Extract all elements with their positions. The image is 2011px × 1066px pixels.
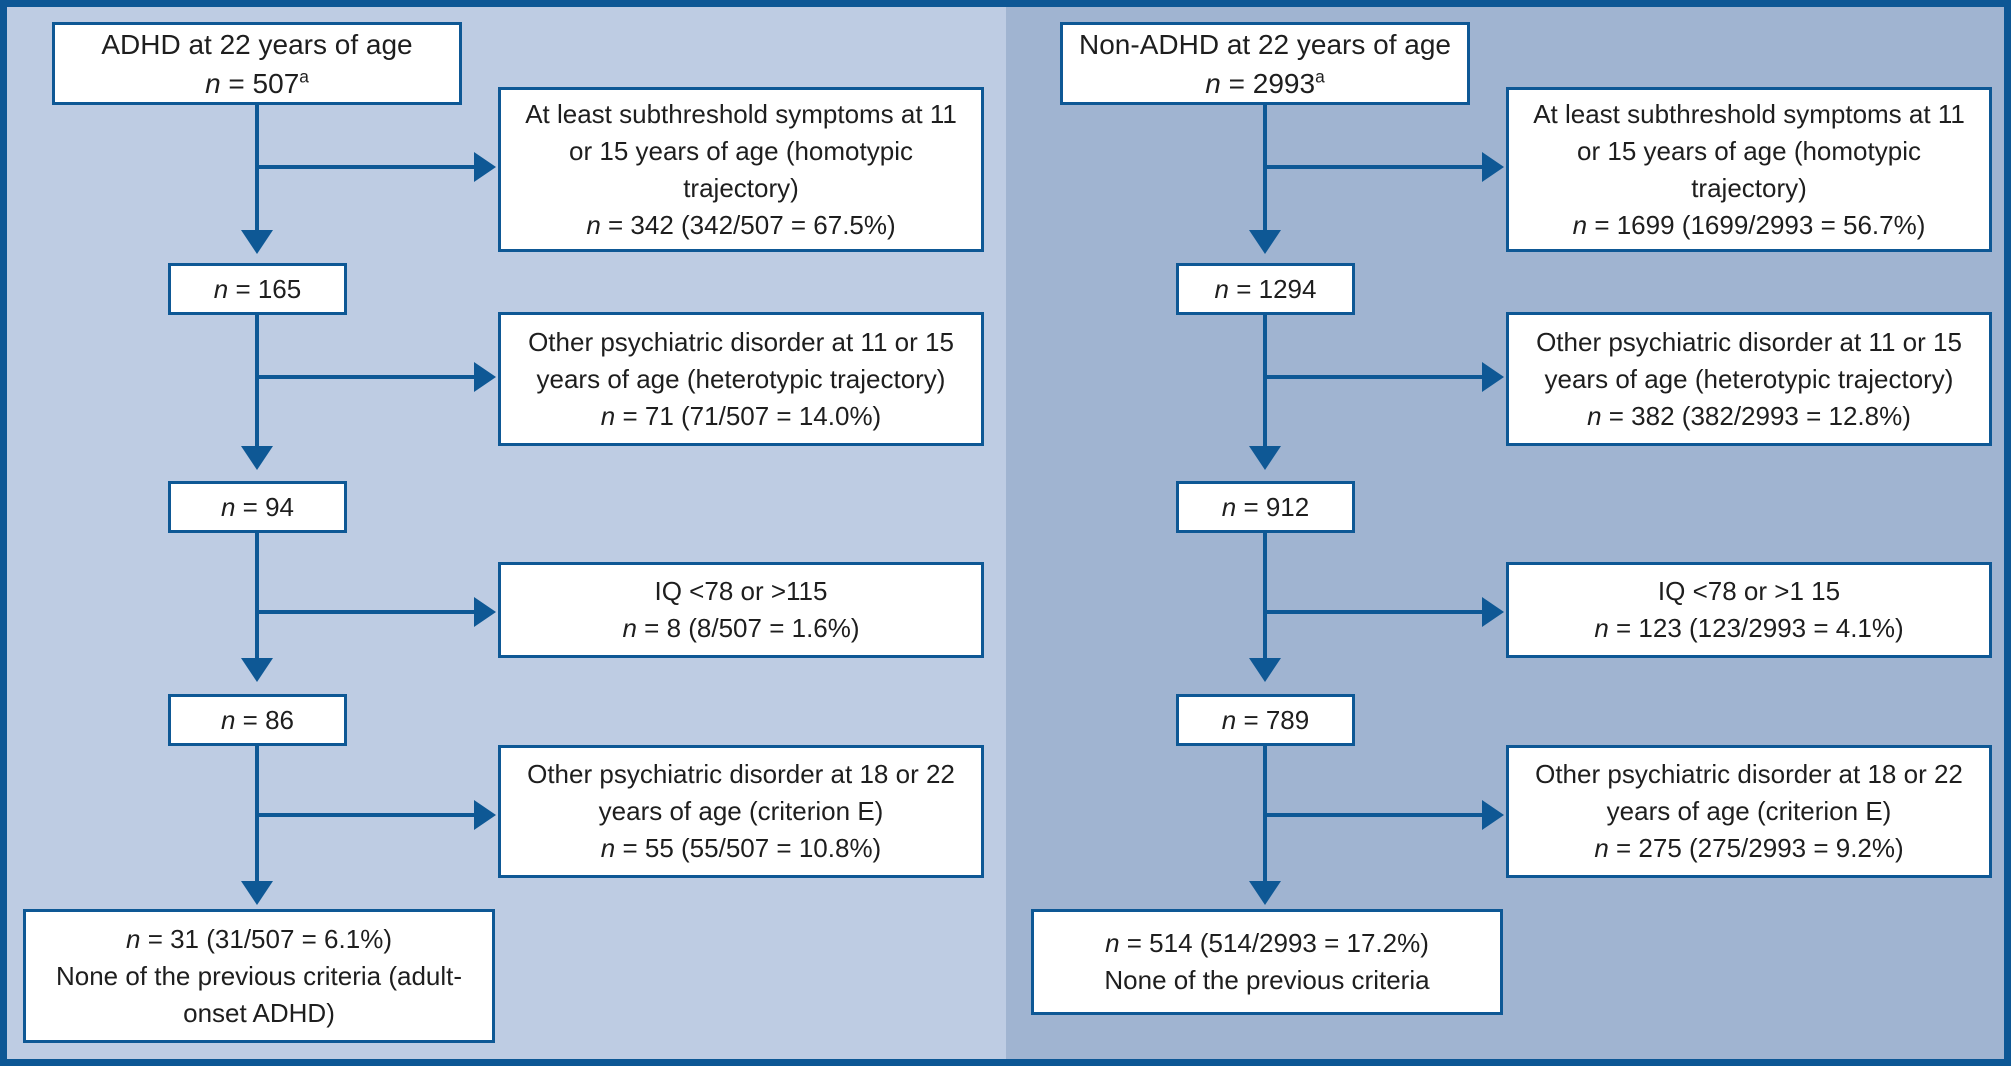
arrowhead-right-icon — [1482, 800, 1504, 830]
box-text-line: n = 71 (71/507 = 14.0%) — [600, 400, 882, 431]
box-text-line: At least subthreshold symptoms at 11 — [525, 98, 957, 129]
arrowhead-right-icon — [474, 800, 496, 830]
arrowhead-right-icon — [474, 597, 496, 627]
box-text-line: n = 514 (514/2993 = 17.2%) — [1105, 928, 1429, 958]
arrowhead-right-icon — [474, 152, 496, 182]
box-text-line: onset ADHD) — [183, 997, 335, 1028]
box-text-line: n = 86 — [220, 704, 295, 735]
none-of-previous-criteria-result-box: n = 514 (514/2993 = 17.2%) None of the pr… — [1031, 909, 1503, 1015]
box-text-line: None of the previous criteria — [1104, 965, 1430, 995]
box-text-line: or 15 years of age (homotypic — [1577, 135, 1921, 166]
flow-line — [1263, 165, 1482, 169]
arrowhead-right-icon — [1482, 152, 1504, 182]
box-text-line: ADHD at 22 years of age — [101, 28, 413, 60]
non-adhd-n912-box: n = 912 — [1176, 481, 1355, 533]
box-text-line: years of age (criterion E) — [598, 796, 884, 826]
box-text-line: n = 2993a — [1205, 66, 1325, 99]
box-text-line: n = 507a — [205, 66, 309, 99]
non-adhd-criterion-e-exclusion-box: Other psychiatric disorder at 18 or 22 ye… — [1506, 745, 1992, 878]
flow-line — [255, 165, 474, 169]
box-text-line: IQ <78 or >1 15 — [1657, 576, 1841, 606]
box-text-line: n = 165 — [213, 273, 302, 304]
box-text-line: None of the previous criteria (adult- — [55, 960, 463, 991]
box-text-line: years of age (criterion E) — [1606, 796, 1892, 826]
flow-line — [1263, 533, 1267, 660]
box-text-line: or 15 years of age (homotypic — [569, 135, 913, 166]
box-text-line: n = 31 (31/507 = 6.1%) — [126, 923, 392, 954]
arrowhead-down-icon — [1249, 881, 1281, 905]
adhd-iq-exclusion-box: IQ <78 or >115 n = 8 (8/507 = 1.6%) — [498, 562, 984, 658]
box-text-line: n = 275 (275/2993 = 9.2%) — [1594, 833, 1904, 863]
box-text-line: Other psychiatric disorder at 18 or 22 — [527, 759, 955, 789]
adhd-n86-box: n = 86 — [168, 694, 347, 746]
box-text-line: trajectory) — [683, 172, 799, 203]
box-text-line: n = 1699 (1699/2993 = 56.7%) — [1572, 209, 1926, 240]
box-text-line: Non-ADHD at 22 years of age — [1079, 28, 1451, 60]
box-text-line: n = 123 (123/2993 = 4.1%) — [1594, 613, 1904, 643]
adhd-n94-box: n = 94 — [168, 481, 347, 533]
arrowhead-down-icon — [241, 230, 273, 254]
arrowhead-down-icon — [241, 658, 273, 682]
box-text-line: Other psychiatric disorder at 18 or 22 — [1535, 759, 1963, 789]
arrowhead-right-icon — [1482, 362, 1504, 392]
arrowhead-right-icon — [1482, 597, 1504, 627]
arrowhead-down-icon — [1249, 446, 1281, 470]
arrowhead-right-icon — [474, 362, 496, 392]
flow-line — [255, 533, 259, 660]
box-text-line: n = 55 (55/507 = 10.8%) — [600, 833, 882, 863]
adult-onset-adhd-result-box: n = 31 (31/507 = 6.1%) None of the previo… — [23, 909, 495, 1043]
non-adhd-iq-exclusion-box: IQ <78 or >1 15 n = 123 (123/2993 = 4.1%) — [1506, 562, 1992, 658]
non-adhd-heterotypic-exclusion-box: Other psychiatric disorder at 11 or 15 ye… — [1506, 312, 1992, 446]
box-text-line: n = 8 (8/507 = 1.6%) — [622, 613, 860, 643]
box-text-line: At least subthreshold symptoms at 11 — [1533, 98, 1965, 129]
box-text-line: trajectory) — [1691, 172, 1807, 203]
non-adhd-cohort-box: Non-ADHD at 22 years of age n = 2993a — [1060, 22, 1470, 105]
arrowhead-down-icon — [1249, 658, 1281, 682]
box-text-line: n = 789 — [1221, 704, 1310, 735]
box-text-line: n = 912 — [1221, 491, 1310, 522]
flow-line — [255, 315, 259, 448]
adhd-homotypic-exclusion-box: At least subthreshold symptoms at 11 or 1… — [498, 87, 984, 252]
box-text-line: n = 342 (342/507 = 67.5%) — [586, 209, 896, 240]
box-text-line: n = 1294 — [1214, 273, 1317, 304]
arrowhead-down-icon — [241, 881, 273, 905]
box-text-line: Other psychiatric disorder at 11 or 15 — [1536, 326, 1962, 357]
adhd-heterotypic-exclusion-box: Other psychiatric disorder at 11 or 15 ye… — [498, 312, 984, 446]
flow-line — [1263, 813, 1482, 817]
box-text-line: years of age (heterotypic trajectory) — [1544, 363, 1954, 394]
arrowhead-down-icon — [1249, 230, 1281, 254]
adhd-cohort-box: ADHD at 22 years of age n = 507a — [52, 22, 462, 105]
adhd-n165-box: n = 165 — [168, 263, 347, 315]
flow-line — [1263, 610, 1482, 614]
box-text-line: Other psychiatric disorder at 11 or 15 — [528, 326, 954, 357]
flow-line — [1263, 315, 1267, 448]
flow-line — [1263, 375, 1482, 379]
flow-line — [255, 610, 474, 614]
box-text-line: years of age (heterotypic trajectory) — [536, 363, 946, 394]
adhd-criterion-e-exclusion-box: Other psychiatric disorder at 18 or 22 ye… — [498, 745, 984, 878]
box-text-line: n = 94 — [220, 491, 295, 522]
flow-line — [255, 813, 474, 817]
non-adhd-homotypic-exclusion-box: At least subthreshold symptoms at 11 or 1… — [1506, 87, 1992, 252]
non-adhd-n789-box: n = 789 — [1176, 694, 1355, 746]
arrowhead-down-icon — [241, 446, 273, 470]
flow-line — [255, 375, 474, 379]
box-text-line: IQ <78 or >115 — [654, 576, 828, 606]
box-text-line: n = 382 (382/2993 = 12.8%) — [1587, 400, 1911, 431]
non-adhd-n1294-box: n = 1294 — [1176, 263, 1355, 315]
